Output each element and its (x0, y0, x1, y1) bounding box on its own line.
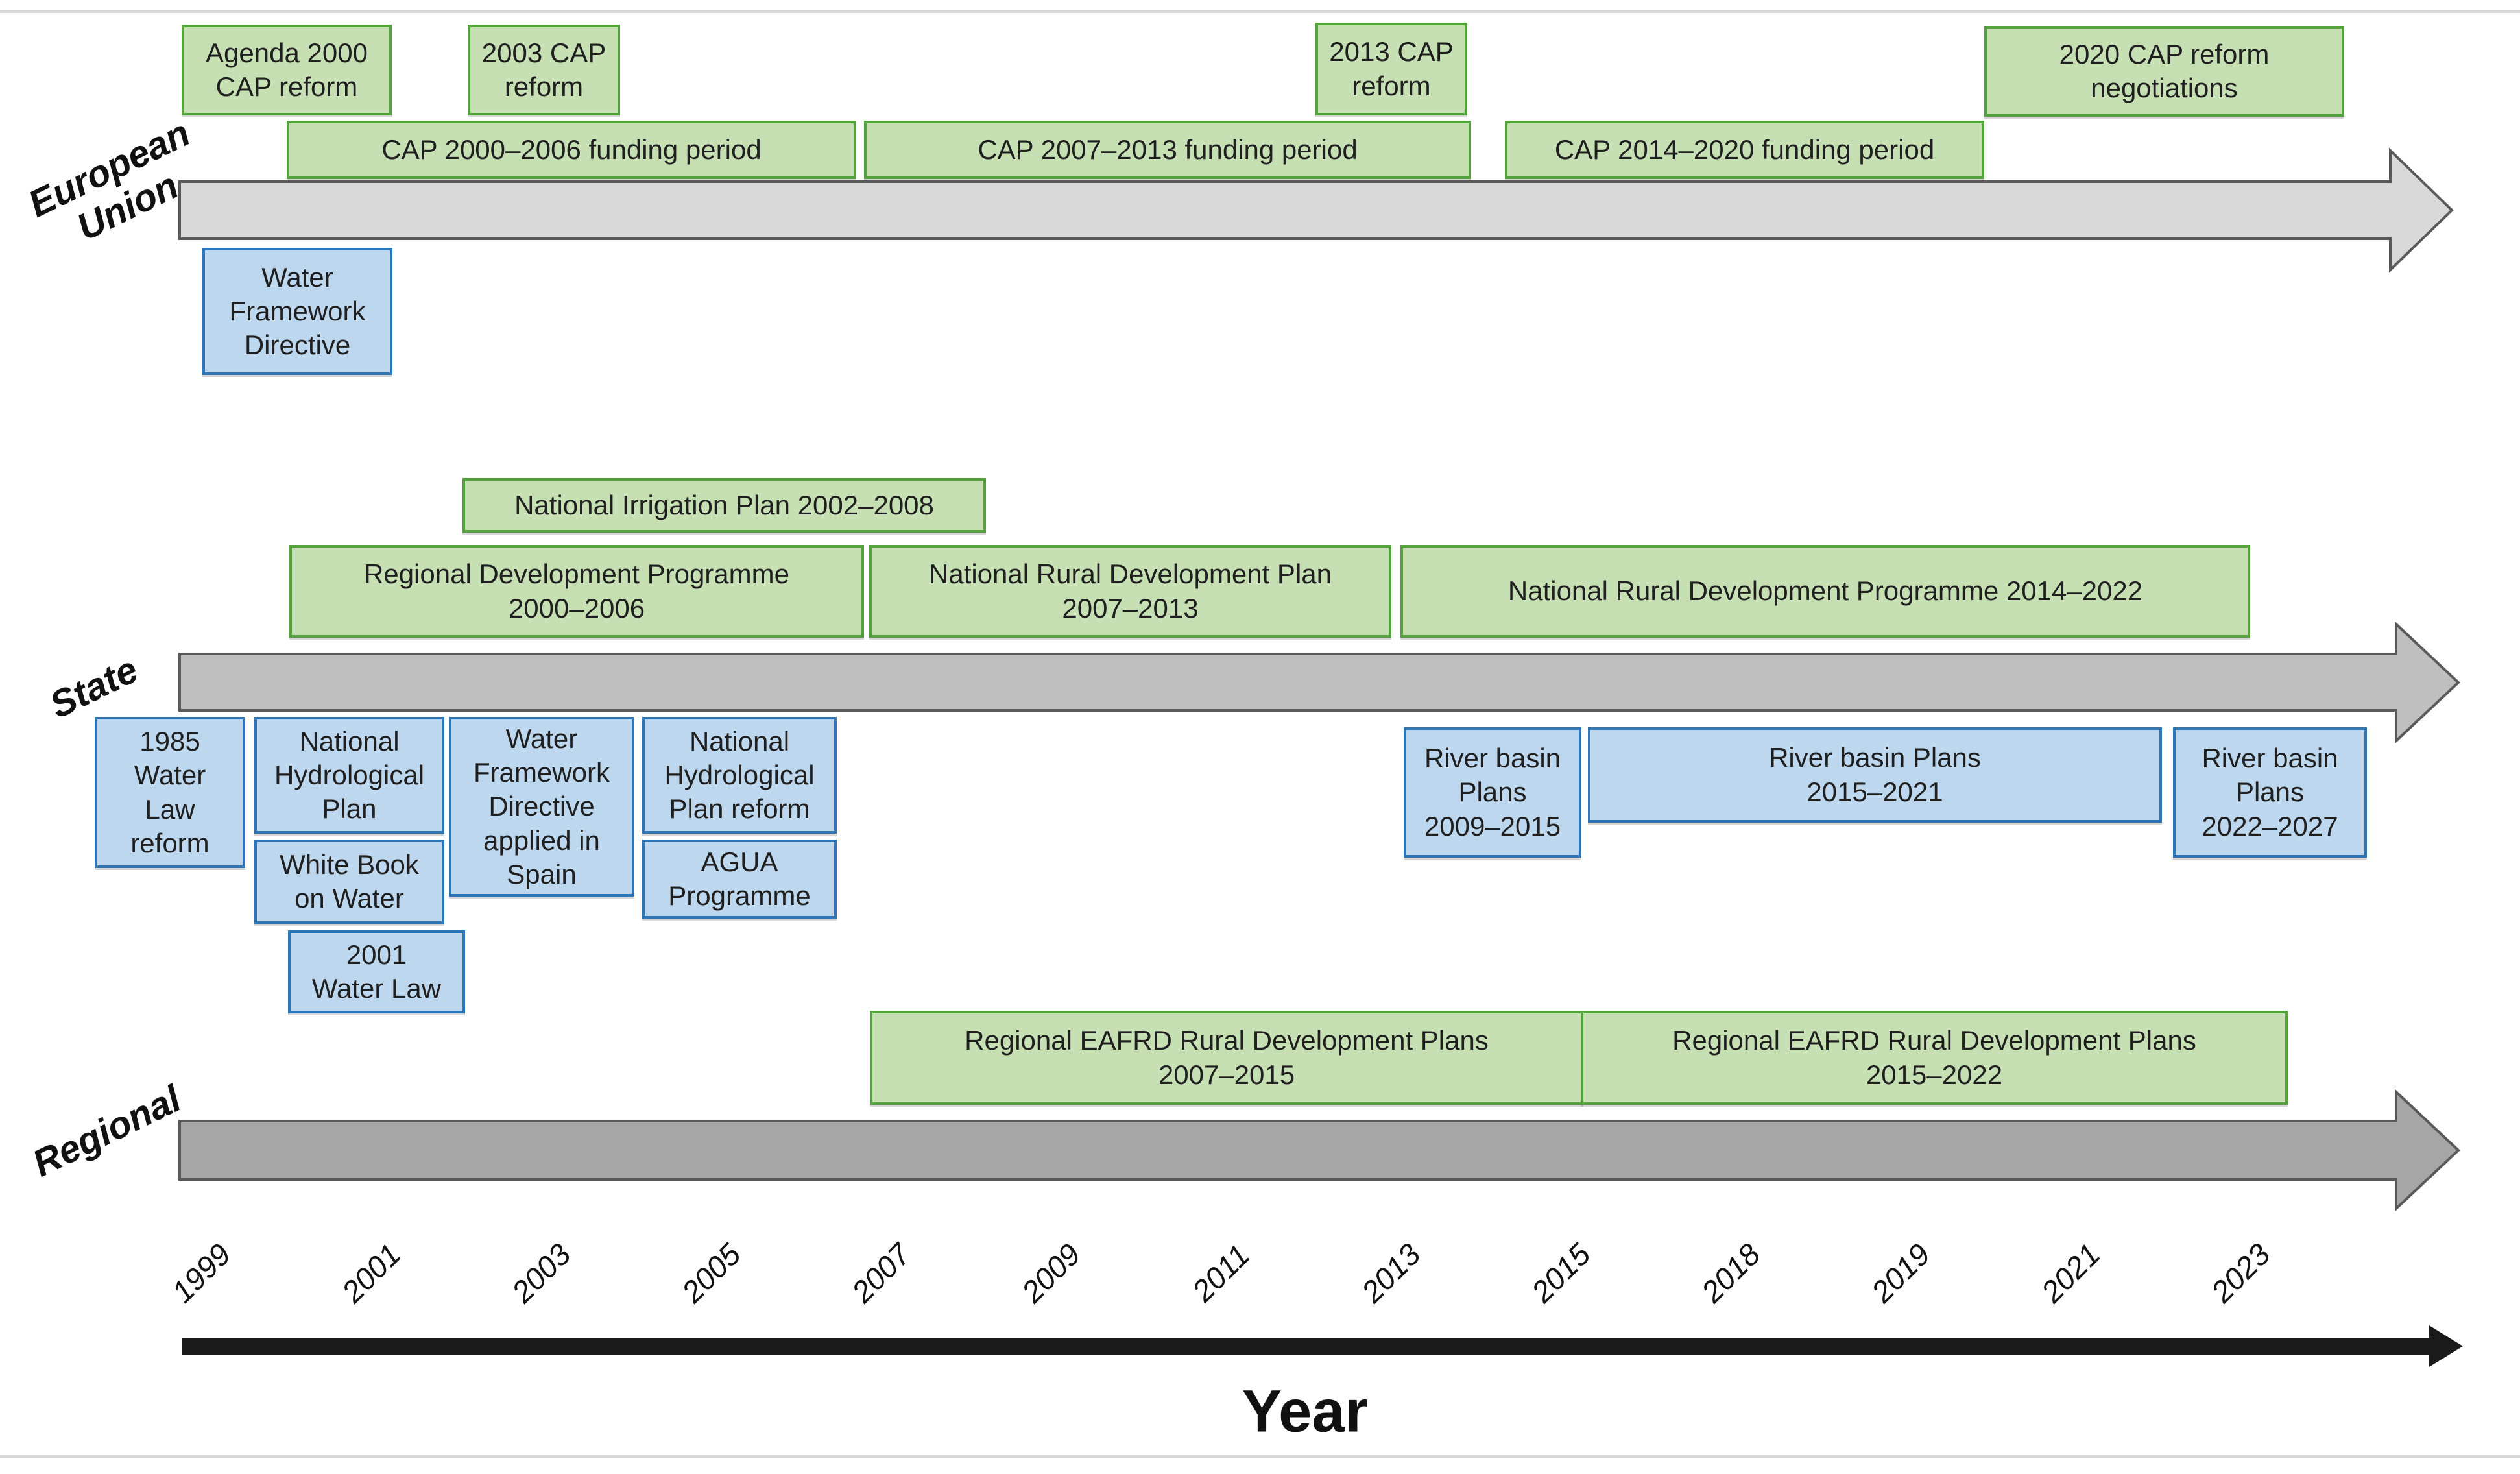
year-axis-title: Year (1242, 1378, 1369, 1445)
cap-reform-2020-box: 2020 CAP reform negotiations (1984, 26, 2344, 117)
cap-funding-2014-2020-box: CAP 2014–2020 funding period (1505, 121, 1984, 179)
regional-eafrd-plans-2007-2015-label: Regional EAFRD Rural Development Plans 2… (965, 1025, 1489, 1090)
white-book-on-water-box: White Book on Water (254, 840, 444, 924)
water-law-2001-label: 2001 Water Law (311, 939, 442, 1004)
national-hydrological-plan-reform-box: National Hydrological Plan reform (642, 717, 837, 834)
national-rural-development-programme-box: National Rural Development Programme 201… (1400, 545, 2250, 638)
regional-eafrd-plans-2007-2015-box: Regional EAFRD Rural Development Plans 2… (870, 1011, 1583, 1105)
water-law-2001-box: 2001 Water Law (288, 930, 465, 1013)
wfd-applied-in-spain-label: Water Framework Directive applied in Spa… (473, 723, 610, 889)
cap-funding-2000-2006-label: CAP 2000–2006 funding period (381, 134, 762, 165)
national-irrigation-plan-label: National Irrigation Plan 2002–2008 (514, 489, 934, 520)
agua-programme-box: AGUA Programme (642, 840, 837, 919)
agenda-2000-cap-reform-label: Agenda 2000 CAP reform (206, 37, 368, 102)
cap-funding-2007-2013-label: CAP 2007–2013 funding period (978, 134, 1358, 165)
year-axis-arrow (182, 1325, 2463, 1367)
state-timeline-arrow (178, 621, 2460, 744)
cap-funding-2000-2006-box: CAP 2000–2006 funding period (287, 121, 856, 179)
water-law-reform-1985-label: 1985 Water Law reform (130, 726, 210, 858)
water-framework-directive-box: Water Framework Directive (202, 248, 392, 375)
river-basin-plans-2022-2027-label: River basin Plans 2022–2027 (2202, 743, 2338, 841)
national-hydrological-plan-reform-label: National Hydrological Plan reform (664, 725, 815, 825)
cap-reform-2013-label: 2013 CAP reform (1329, 36, 1454, 101)
regional-development-programme-box: Regional Development Programme 2000–2006 (289, 545, 864, 638)
water-law-reform-1985-box: 1985 Water Law reform (95, 717, 245, 868)
national-rural-development-programme-label: National Rural Development Programme 201… (1507, 575, 2143, 607)
cap-reform-2003-box: 2003 CAP reform (468, 25, 620, 115)
cap-funding-2007-2013-box: CAP 2007–2013 funding period (864, 121, 1471, 179)
white-book-on-water-label: White Book on Water (280, 849, 419, 913)
cap-reform-2003-label: 2003 CAP reform (481, 37, 606, 102)
river-basin-plans-2009-2015-label: River basin Plans 2009–2015 (1424, 743, 1561, 841)
river-basin-plans-2009-2015-box: River basin Plans 2009–2015 (1404, 727, 1581, 858)
national-rural-development-plan-label: National Rural Development Plan 2007–201… (929, 559, 1332, 623)
regional-development-programme-label: Regional Development Programme 2000–2006 (364, 559, 789, 623)
cap-reform-2013-box: 2013 CAP reform (1315, 23, 1467, 115)
regional-timeline-arrow (178, 1089, 2460, 1212)
river-basin-plans-2015-2021-label: River basin Plans 2015–2021 (1769, 742, 1981, 807)
cap-funding-2014-2020-label: CAP 2014–2020 funding period (1554, 134, 1935, 165)
top-border-line (0, 10, 2520, 13)
water-framework-directive-label: Water Framework Directive (229, 261, 366, 361)
wfd-applied-in-spain-box: Water Framework Directive applied in Spa… (449, 717, 634, 897)
bottom-border-line (0, 1455, 2520, 1458)
regional-eafrd-plans-2015-2022-box: Regional EAFRD Rural Development Plans 2… (1581, 1011, 2288, 1105)
regional-eafrd-plans-2015-2022-label: Regional EAFRD Rural Development Plans 2… (1672, 1025, 2196, 1090)
agua-programme-label: AGUA Programme (668, 846, 811, 911)
river-basin-plans-2022-2027-box: River basin Plans 2022–2027 (2173, 727, 2367, 858)
agenda-2000-cap-reform-box: Agenda 2000 CAP reform (182, 25, 392, 115)
river-basin-plans-2015-2021-box: River basin Plans 2015–2021 (1588, 727, 2162, 823)
cap-reform-2020-label: 2020 CAP reform negotiations (2059, 38, 2270, 103)
national-hydrological-plan-label: National Hydrological Plan (274, 725, 425, 825)
national-rural-development-plan-box: National Rural Development Plan 2007–201… (869, 545, 1391, 638)
national-hydrological-plan-box: National Hydrological Plan (254, 717, 444, 834)
national-irrigation-plan-box: National Irrigation Plan 2002–2008 (462, 478, 986, 533)
eu-timeline-arrow (178, 147, 2454, 273)
